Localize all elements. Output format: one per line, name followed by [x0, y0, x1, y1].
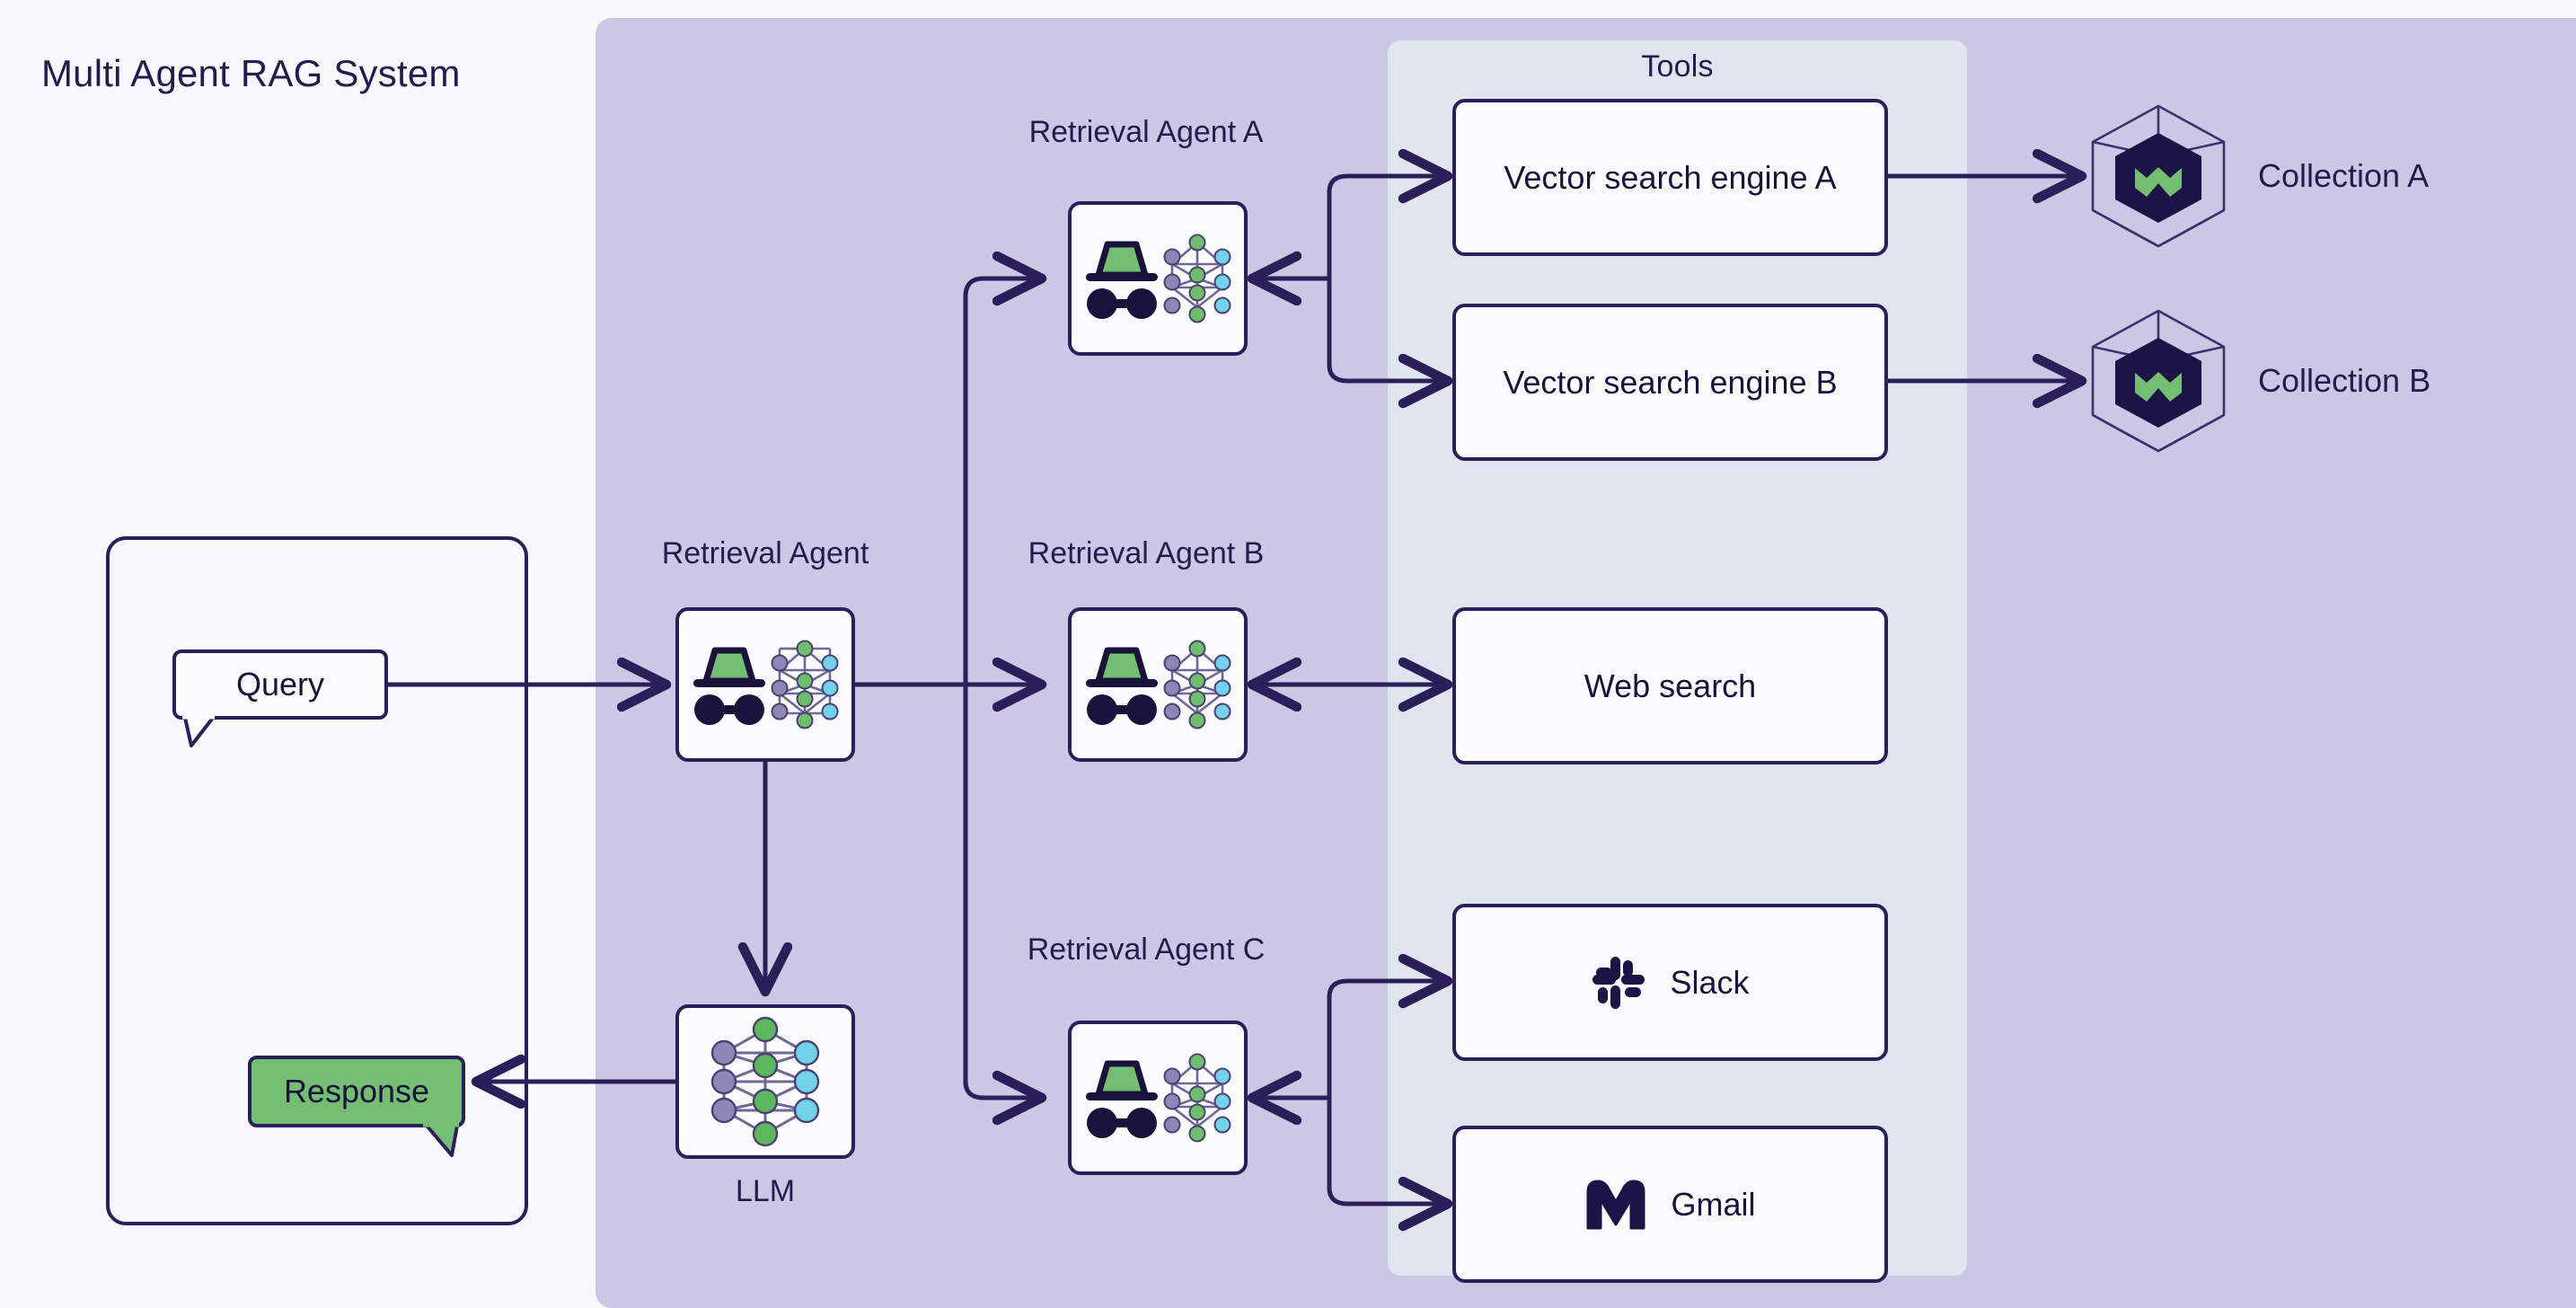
- response-label: Response: [283, 1073, 430, 1109]
- collection-b-label: Collection B: [2258, 362, 2431, 399]
- collection-a[interactable]: Collection A: [2082, 101, 2429, 252]
- tool-label: Vector search engine A: [1504, 158, 1837, 196]
- agent-a-node[interactable]: [1068, 201, 1248, 356]
- agent-b-node[interactable]: [1068, 607, 1248, 762]
- orchestrator-caption: Retrieval Agent: [661, 536, 869, 570]
- slack-icon: [1592, 956, 1645, 1009]
- tool-gmail[interactable]: Gmail: [1452, 1126, 1888, 1283]
- tool-label: Vector search engine B: [1503, 363, 1838, 401]
- weaviate-hexagon-icon: [2091, 309, 2226, 453]
- tool-web-search[interactable]: Web search: [1452, 607, 1888, 764]
- tools-panel-title: Tools: [1641, 49, 1714, 84]
- agent-c-caption: Retrieval Agent C: [1027, 932, 1266, 967]
- agent-a-caption: Retrieval Agent A: [1028, 115, 1264, 149]
- weaviate-hexagon-icon: [2091, 104, 2226, 248]
- tool-slack[interactable]: Slack: [1452, 904, 1888, 1061]
- collection-a-label: Collection A: [2258, 157, 2430, 194]
- agent-b-caption: Retrieval Agent B: [1028, 536, 1265, 570]
- tool-label: Web search: [1584, 667, 1757, 704]
- tool-label: Slack: [1670, 963, 1750, 1001]
- tool-label: Gmail: [1671, 1185, 1756, 1223]
- response-bubble[interactable]: Response: [248, 1056, 465, 1127]
- query-label: Query: [235, 666, 325, 703]
- tool-vector-search-engine-a[interactable]: Vector search engine A: [1452, 99, 1888, 256]
- agent-c-node[interactable]: [1068, 1021, 1248, 1175]
- llm-caption: LLM: [735, 1174, 796, 1208]
- response-bubble-tail: [423, 1122, 459, 1157]
- orchestrator-agent-node[interactable]: [675, 607, 855, 762]
- collection-b[interactable]: Collection B: [2082, 305, 2430, 456]
- llm-node[interactable]: [675, 1004, 855, 1159]
- page-title: Multi Agent RAG System: [41, 52, 461, 94]
- query-bubble-tail: [182, 714, 215, 747]
- agent-icon: [1086, 640, 1231, 729]
- query-bubble[interactable]: Query: [172, 650, 388, 720]
- agent-icon: [1086, 234, 1231, 323]
- tool-vector-search-engine-b[interactable]: Vector search engine B: [1452, 304, 1888, 461]
- neural-network-icon: [710, 1016, 820, 1147]
- gmail-icon: [1586, 1180, 1645, 1229]
- agent-icon: [693, 640, 839, 729]
- agent-icon: [1086, 1053, 1231, 1143]
